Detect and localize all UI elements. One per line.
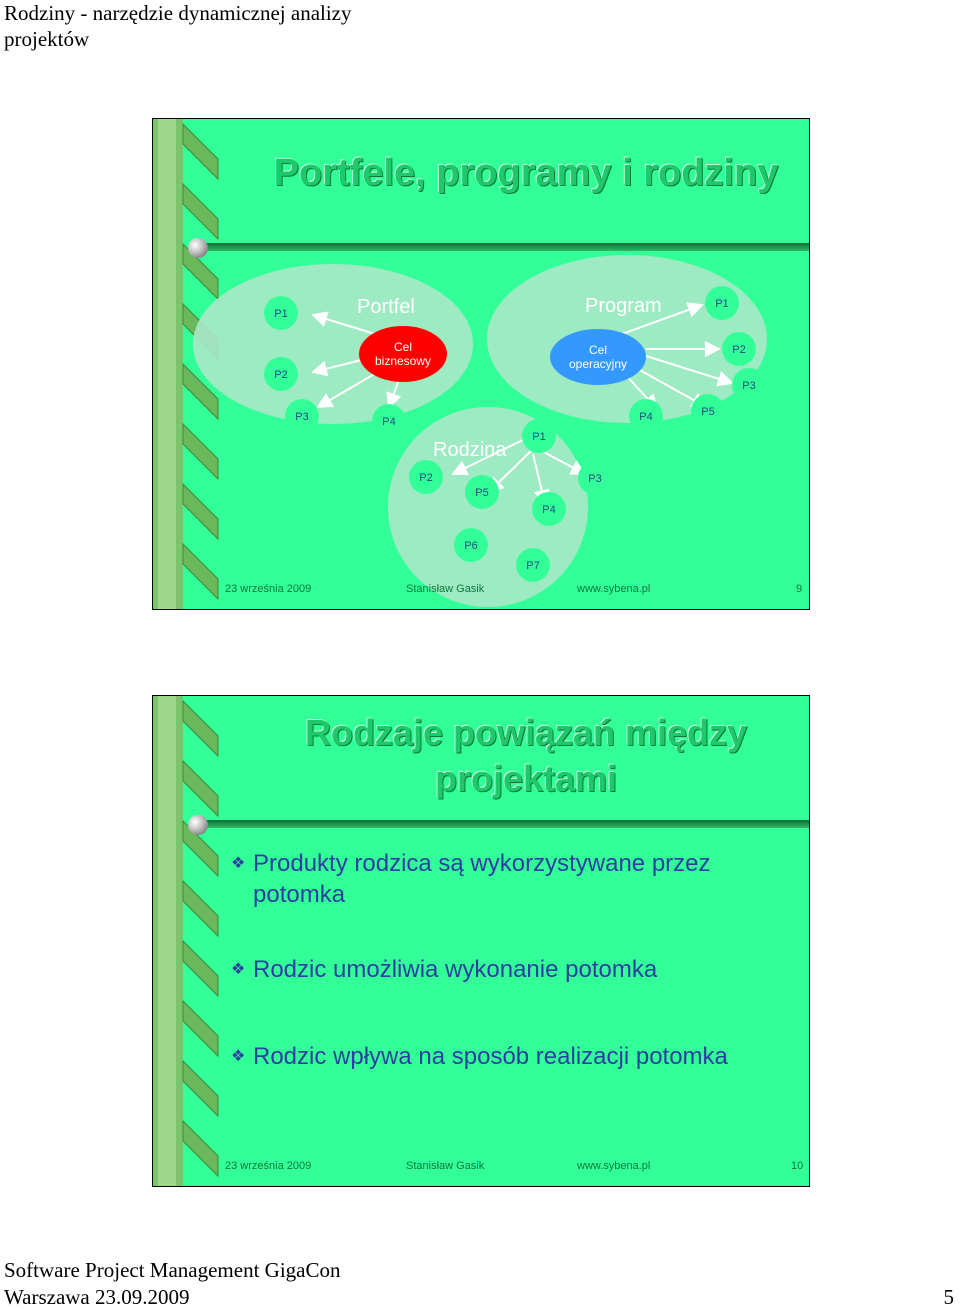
program-node-p5 [691,394,725,428]
decorative-ribbon [153,696,219,1186]
bullet-item: ❖ Produkty rodzica są wykorzystywane prz… [231,848,751,910]
rodzina-node-label: P3 [588,473,601,485]
rodzina-node-p4 [532,492,566,526]
slide-footer-page: 10 [791,1160,804,1172]
program-node-p1 [705,286,739,320]
divider-bulb [188,238,208,258]
slide-footer-url: www.sybena.pl [577,1160,651,1172]
portfel-node-label: P3 [295,411,308,423]
title-divider [198,820,809,828]
bullet-item: ❖ Rodzic wpływa na sposób realizacji pot… [231,1041,751,1072]
portfel-node-label: P1 [274,308,287,320]
diamond-bullet-icon: ❖ [231,961,246,978]
rodzina-label: Rodzina [433,439,507,461]
rodzina-node-label: P4 [542,504,555,516]
slide-title-line1: Rodzaje powiązań między [304,712,748,753]
rodzina-node-p5 [465,475,499,509]
program-node-label: P4 [639,411,652,423]
decorative-ribbon [153,119,219,609]
bullet-list: ❖ Produkty rodzica są wykorzystywane prz… [231,848,751,1072]
slide-footer-date: 23 września 2009 [225,583,312,595]
program-node-p3 [732,368,766,402]
slide-footer-url: www.sybena.pl [577,583,651,595]
goal-operacyjny-line1: Cel [589,343,607,357]
slide-title: Rodzaje powiązań między projektami [263,710,789,802]
title-divider [198,243,809,251]
rodzina-node-p6 [454,528,488,562]
bullet-text: Produkty rodzica są wykorzystywane przez… [253,850,711,908]
program-node-label: P3 [742,380,755,392]
divider-bulb [188,815,208,835]
slide-title: Portfele, programy i rodziny [273,152,779,194]
portfel-node-p2 [264,357,298,391]
footer-page-number: 5 [943,1285,955,1309]
slide-title-line2: projektami [434,758,618,799]
rodzina-node-p7 [516,548,550,582]
portfel-ellipse [193,264,473,424]
goal-operacyjny [550,329,646,385]
slide-footer-page: 9 [796,583,803,595]
portfel-node-p3 [285,399,319,433]
relationship-diagram: Portfel Cel biznesowy Program Cel operac… [193,255,767,607]
portfel-node-p4 [372,404,406,438]
diamond-bullet-icon: ❖ [231,1048,246,1065]
rodzina-node-label: P2 [419,472,432,484]
rodzina-node-label: P6 [464,540,477,552]
portfel-label: Portfel [357,296,415,318]
rodzina-node-p2 [409,460,443,494]
portfel-group: Portfel Cel biznesowy [357,296,447,382]
rodzina-node-p1 [522,419,556,453]
program-node-label: P5 [701,406,714,418]
rodzina-node-p3 [578,461,612,495]
bullet-item: ❖ Rodzic umożliwia wykonanie potomka [231,954,751,985]
rodzina-node-label: P7 [526,560,539,572]
portfel-node-label: P4 [382,416,395,428]
goal-biznesowy-line2: biznesowy [375,354,431,368]
goal-biznesowy [359,326,447,382]
document-header: Rodziny - narzędzie dynamicznej analizy … [4,1,352,51]
slide-footer-author: Stanisław Gasik [406,1160,485,1172]
slide-9: Portfele, programy i rodziny Portfel Cel… [152,118,810,610]
footer-line1: Software Project Management GigaCon [4,1258,341,1282]
program-group: Program Cel operacyjny [550,295,662,385]
goal-operacyjny-line2: operacyjny [569,357,627,371]
footer-line2: Warszawa 23.09.2009 [4,1285,190,1309]
rodzina-node-label: P5 [475,487,488,499]
bullet-text: Rodzic wpływa na sposób realizacji potom… [253,1043,728,1070]
portfel-node-label: P2 [274,369,287,381]
portfel-node-p1 [264,296,298,330]
program-node-label: P1 [715,298,728,310]
slide-footer-date: 23 września 2009 [225,1160,312,1172]
rodzina-node-label: P1 [532,431,545,443]
program-node-p2 [722,332,756,366]
goal-biznesowy-line1: Cel [394,340,412,354]
bullet-text: Rodzic umożliwia wykonanie potomka [253,956,658,983]
program-label: Program [585,295,662,317]
program-node-label: P2 [732,344,745,356]
slide-10: Rodzaje powiązań między projektami ❖ Pro… [152,695,810,1187]
slide-footer-author: Stanisław Gasik [406,583,485,595]
diamond-bullet-icon: ❖ [231,855,246,872]
program-node-p4 [629,399,663,433]
